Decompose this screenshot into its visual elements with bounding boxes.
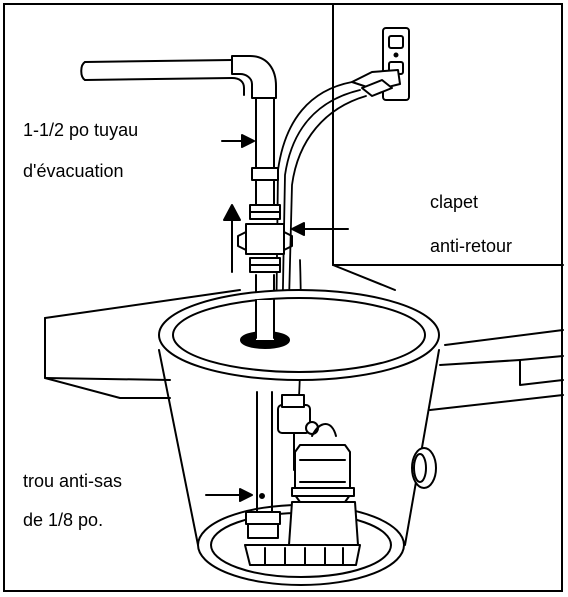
diagram-frame xyxy=(3,3,563,592)
check-valve xyxy=(237,204,293,273)
inner-pipe xyxy=(245,391,281,539)
float-switch xyxy=(277,394,319,471)
callout-arrows xyxy=(205,134,349,502)
floor-slab xyxy=(44,264,564,411)
power-cords xyxy=(275,81,367,411)
label-discharge-pipe-line1: 1-1/2 po tuyau xyxy=(23,120,139,140)
sump-pump xyxy=(244,423,361,566)
label-discharge-pipe-line2: d'évacuation xyxy=(23,161,124,181)
label-weep-hole-line2: de 1/8 po. xyxy=(23,510,104,530)
flow-direction-arrow xyxy=(223,204,241,273)
wall xyxy=(332,4,564,266)
label-weep-hole-line1: trou anti-sas xyxy=(23,471,123,491)
label-check-valve-line2: anti-retour xyxy=(430,236,513,256)
power-plugs xyxy=(351,69,401,97)
label-check-valve-line1: clapet xyxy=(430,192,479,212)
